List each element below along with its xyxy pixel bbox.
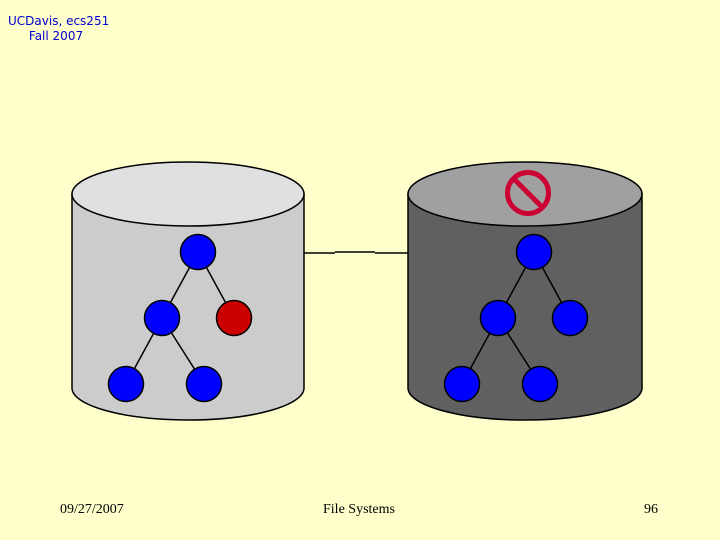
course-term: Fall 2007 bbox=[28, 29, 84, 43]
tree-right-node-right-grandchild bbox=[521, 365, 559, 403]
tree-right-node-root bbox=[515, 233, 553, 271]
tree-right bbox=[443, 233, 589, 403]
no-entry-icon bbox=[505, 170, 551, 216]
tree-left-node-root bbox=[179, 233, 217, 271]
tree-right-node-right-child bbox=[551, 299, 589, 337]
tree-left-node-right-child bbox=[215, 299, 253, 337]
course-name: UCDavis, ecs251 bbox=[8, 14, 110, 28]
footer-date: 09/27/2007 bbox=[60, 502, 124, 517]
tree-right-node-left-child bbox=[479, 299, 517, 337]
tree-left-node-right-grandchild bbox=[185, 365, 223, 403]
disk-right bbox=[407, 161, 643, 421]
tree-left bbox=[107, 233, 253, 403]
no-entry-icon-slash bbox=[511, 176, 545, 210]
tree-left-node-left-grandchild bbox=[107, 365, 145, 403]
disk-left bbox=[71, 161, 305, 421]
disk-right-top bbox=[407, 161, 643, 227]
disk-link bbox=[300, 251, 408, 254]
disk-left-top bbox=[71, 161, 305, 227]
no-entry-icon-ring bbox=[505, 170, 551, 216]
tree-right-node-left-grandchild bbox=[443, 365, 481, 403]
page-number: 96 bbox=[644, 502, 658, 517]
tree-left-node-left-child bbox=[143, 299, 181, 337]
disk-right-body bbox=[407, 193, 643, 421]
disk-left-body bbox=[71, 193, 305, 421]
course-header: UCDavis, ecs251 Fall 2007 bbox=[8, 14, 110, 44]
footer-title: File Systems bbox=[323, 502, 395, 517]
